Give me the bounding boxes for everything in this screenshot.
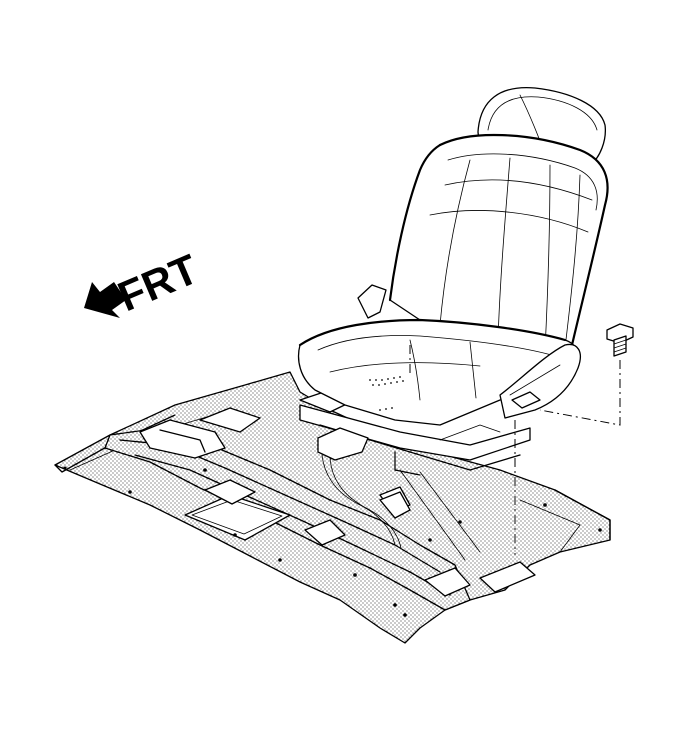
cushion-perforation [369,376,404,411]
front-seat-assembly [297,86,609,549]
arrow-left-down-icon [84,282,126,318]
seat-wiring-connector [317,427,369,461]
installation-leader-lines [399,345,621,561]
floor-access-plate [184,494,291,541]
floor-pan [54,371,611,644]
direction-label: FRT [111,245,205,320]
seat-bolt [606,323,634,357]
floor-rivets [63,466,602,617]
front-direction-indicator: FRT [84,245,205,320]
